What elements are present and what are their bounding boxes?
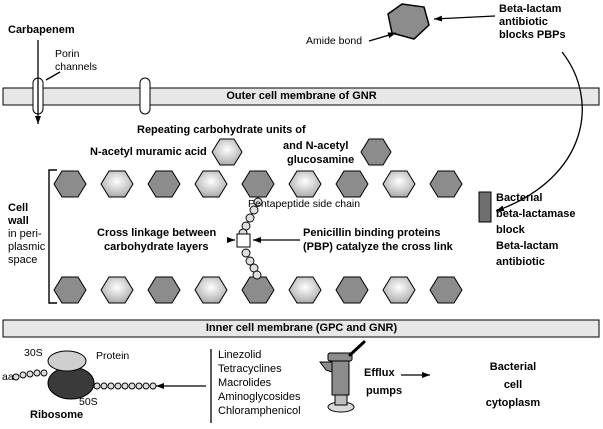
drug-list-item: Chloramphenicol [218, 405, 301, 417]
outer-membrane-bar [2, 87, 600, 106]
cell-wall-label-line: Cell [8, 202, 29, 214]
efflux-pump-icon [319, 340, 366, 413]
porin-pointer-line [45, 71, 61, 81]
beta-lactamase-note: Bacterial beta-lactamase block Beta-lact… [496, 190, 576, 270]
cell-wall-label-line: plasmic [8, 241, 46, 253]
outer-membrane-label: Outer cell membrane of GNR [226, 90, 377, 102]
carbohydrate-layer-top [53, 170, 463, 198]
pbp-block-arrow [433, 15, 496, 22]
cell-wall-label-line: wall [8, 215, 29, 227]
carbohydrate-layer-bottom [53, 276, 463, 304]
drug-list-item: Macrolides [218, 377, 272, 389]
cytoplasm-label-line: Bacterial [489, 361, 537, 373]
30s-label: 30S [24, 347, 43, 359]
efflux-label: Efflux [364, 367, 395, 379]
beta-lactam-note-line: Beta-lactam [499, 3, 562, 15]
pentapeptide-chain-icon [238, 197, 263, 280]
cross-linkage-label-line1: Cross linkage between [97, 227, 217, 239]
beta-lactamase-curved-arrow [495, 51, 583, 212]
protein-label: Protein [96, 350, 130, 362]
beta-lactamase-note-line: block [496, 224, 525, 236]
50s-label: 50S [79, 396, 98, 408]
beta-lactamase-note-line: Bacterial [496, 192, 543, 204]
nag-hexagon-icon [360, 138, 392, 166]
porin-channels-label: Porin channels [55, 48, 97, 74]
cell-wall-label: Cell wall in peri- plasmic space [8, 202, 45, 267]
cytoplasm-label-line: cytoplasm [485, 397, 541, 409]
nam-label: N-acetyl muramic acid [90, 146, 207, 158]
pentapeptide-label: Pentapeptide side chain [248, 198, 361, 210]
repeating-units-heading: Repeating carbohydrate units of [137, 124, 306, 136]
inner-membrane-label: Inner cell membrane (GPC and GNR) [205, 322, 398, 334]
amide-bond-label: Amide bond [306, 35, 363, 47]
beta-lactam-note-line: blocks PBPs [499, 29, 566, 41]
drug-list-item: Linezolid [218, 349, 262, 361]
drug-list-item: Aminoglycosides [218, 391, 301, 403]
beta-lactam-note-line: antibiotic [499, 16, 548, 28]
beta-lactamase-note-line: Beta-lactam [496, 240, 559, 252]
nag-label-line2: glucosamine [287, 154, 355, 166]
beta-lactamase-block-icon [478, 191, 492, 223]
porin-label-line: Porin [55, 48, 80, 60]
cytoplasm-label: Bacterial cell cytoplasm [467, 358, 559, 412]
amide-bond-arrow [368, 32, 397, 42]
cell-wall-label-line: space [8, 254, 38, 266]
cross-link-box [236, 233, 251, 248]
ribosome-icon [12, 350, 157, 400]
pumps-label: pumps [366, 385, 403, 397]
cell-wall-label-line: in peri- [8, 228, 42, 240]
carbapenem-label: Carbapenem [8, 24, 75, 36]
nam-hexagon-icon [211, 138, 243, 166]
porin-label-line: channels [55, 61, 98, 73]
nag-label-line1: and N-acetyl [283, 140, 349, 152]
beta-lactam-note: Beta-lactam antibiotic blocks PBPs [499, 3, 566, 42]
beta-lactamase-note-line: antibiotic [496, 256, 545, 268]
cell-wall-bracket [48, 169, 57, 304]
amino-acid-chain-icon [12, 369, 157, 390]
cytoplasm-label-line: cell [503, 379, 523, 391]
cross-linkage-label-line2: carbohydrate layers [104, 241, 209, 253]
aa-label: aa [2, 371, 14, 383]
ribosome-label: Ribosome [30, 409, 84, 421]
drug-list-item: Tetracyclines [218, 363, 282, 375]
beta-lactamase-note-line: beta-lactamase [496, 208, 576, 220]
ribosome-50s-subunit [47, 366, 95, 400]
pbp-label-line1: Penicillin binding proteins [303, 227, 441, 239]
ribosome-30s-subunit [47, 350, 87, 372]
inner-membrane-bar [2, 319, 600, 338]
pbp-label-line2: (PBP) catalyze the cross link [303, 241, 453, 253]
